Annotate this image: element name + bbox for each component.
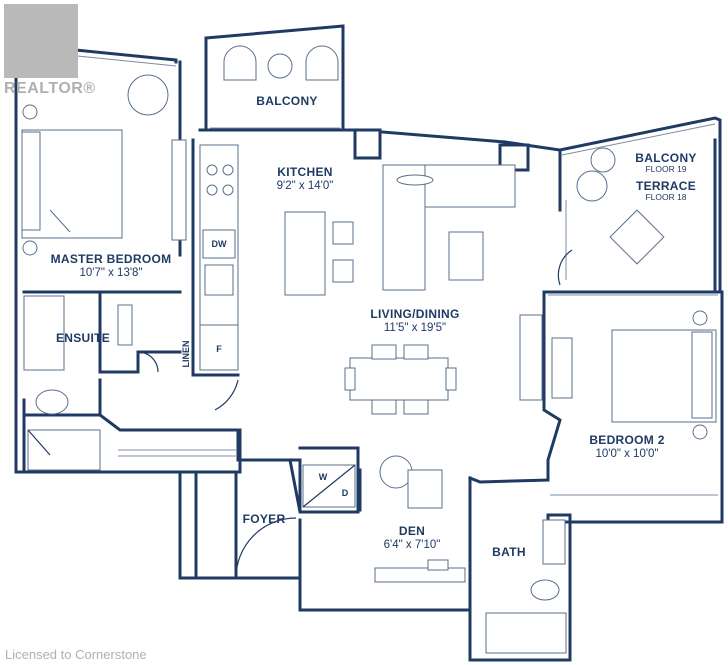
kitchen-label: KITCHEN [277, 165, 332, 179]
living-dining-size: 11'5" x 19'5" [384, 322, 446, 334]
bedroom-2-label: BEDROOM 2 [589, 433, 664, 447]
realtor-logo-text: REALTOR® [4, 80, 96, 97]
den-size: 6'4" x 7'10" [384, 539, 441, 551]
terrace-floor: FLOOR 18 [645, 192, 686, 202]
realtor-logo-mark [4, 4, 78, 78]
dishwasher-label: DW [212, 239, 227, 249]
balcony-right-label: BALCONY [635, 151, 696, 165]
master-bedroom-label: MASTER BEDROOM [51, 252, 172, 266]
door-swings [137, 249, 573, 579]
bedroom-2-size: 10'0" x 10'0" [595, 448, 658, 460]
linen-label: LINEN [181, 341, 191, 368]
living-dining-label: LIVING/DINING [370, 307, 459, 321]
balcony-floor: FLOOR 19 [645, 164, 686, 174]
fridge-label: F [216, 344, 222, 354]
foyer-label: FOYER [243, 512, 286, 526]
ensuite-label: ENSUITE [56, 331, 110, 345]
interior-walls [22, 60, 724, 612]
balcony-top-label: BALCONY [256, 94, 317, 108]
den-label: DEN [399, 524, 425, 538]
license-credit: Licensed to Cornerstone [5, 647, 147, 662]
terrace-label: TERRACE [636, 179, 696, 193]
washer-label: W [319, 472, 328, 482]
dryer-label: D [342, 488, 349, 498]
master-bedroom-size: 10'7" x 13'8" [79, 267, 142, 279]
kitchen-size: 9'2" x 14'0" [277, 180, 334, 192]
bath-label: BATH [492, 545, 526, 559]
realtor-logo: REALTOR® [4, 4, 95, 98]
furniture [21, 45, 717, 654]
